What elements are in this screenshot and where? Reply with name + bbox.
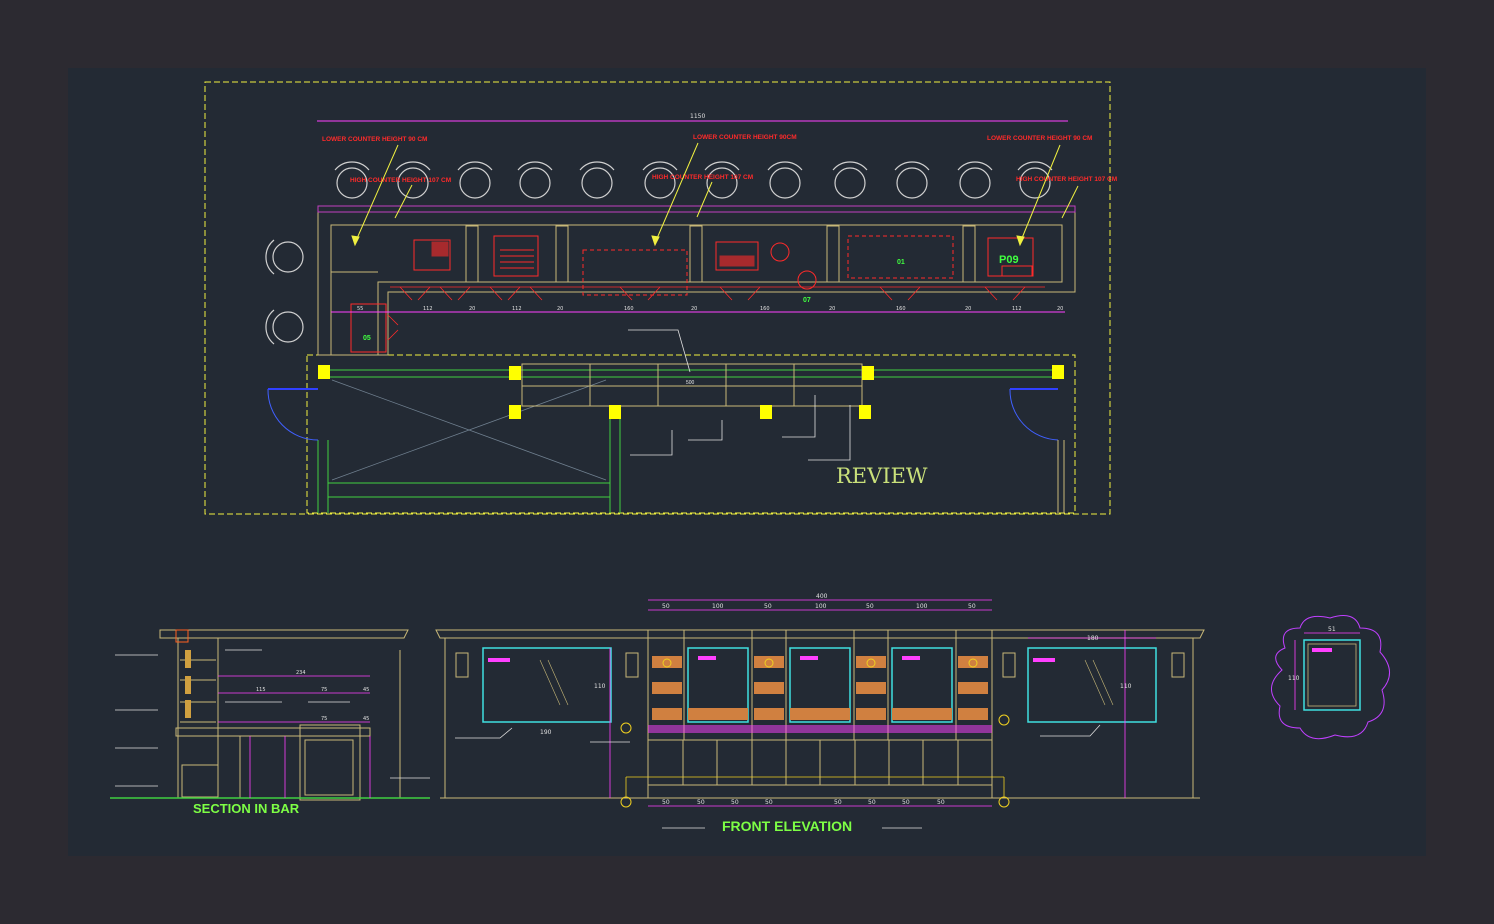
svg-text:50: 50 bbox=[834, 799, 842, 806]
bar-equipment bbox=[350, 235, 1034, 353]
plan-viewport-border bbox=[204, 81, 1111, 515]
overall-dim-text: 1150 bbox=[690, 113, 705, 120]
svg-text:75: 75 bbox=[321, 687, 327, 693]
tag-01: 01 bbox=[897, 259, 905, 266]
svg-text:20: 20 bbox=[691, 306, 697, 312]
svg-text:20: 20 bbox=[829, 306, 835, 312]
bottle-shelves bbox=[652, 656, 988, 720]
svg-text:20: 20 bbox=[557, 306, 563, 312]
svg-text:112: 112 bbox=[1012, 306, 1022, 312]
svg-text:160: 160 bbox=[760, 306, 770, 312]
plan-inner-viewport bbox=[306, 354, 1076, 514]
leader-labels bbox=[628, 329, 851, 461]
elevation-title: FRONT ELEVATION bbox=[722, 818, 852, 834]
svg-text:160: 160 bbox=[896, 306, 906, 312]
doors bbox=[267, 388, 1065, 513]
svg-text:HIGH COUNTER HEIGHT 107 CM: HIGH COUNTER HEIGHT 107 CM bbox=[652, 174, 753, 181]
mirror-detail: 51 110 bbox=[1271, 615, 1390, 740]
svg-text:45: 45 bbox=[363, 716, 369, 722]
svg-text:45: 45 bbox=[363, 687, 369, 693]
note-leaders bbox=[351, 142, 1079, 247]
tag-05: 05 bbox=[363, 335, 371, 342]
partition-walls bbox=[317, 369, 1060, 513]
svg-text:20: 20 bbox=[469, 306, 475, 312]
svg-text:50: 50 bbox=[902, 799, 910, 806]
svg-text:234: 234 bbox=[296, 670, 306, 676]
section-title: SECTION IN BAR bbox=[193, 801, 300, 816]
svg-text:50: 50 bbox=[765, 799, 773, 806]
svg-text:75: 75 bbox=[321, 716, 327, 722]
svg-text:50: 50 bbox=[868, 799, 876, 806]
svg-text:115: 115 bbox=[256, 687, 266, 693]
svg-text:180: 180 bbox=[1087, 635, 1099, 642]
svg-text:50: 50 bbox=[662, 603, 670, 610]
svg-text:100: 100 bbox=[815, 603, 827, 610]
svg-text:50: 50 bbox=[968, 603, 976, 610]
svg-text:110: 110 bbox=[594, 683, 606, 690]
svg-text:110: 110 bbox=[1288, 675, 1300, 682]
svg-text:LOWER COUNTER HEIGHT 90 CM: LOWER COUNTER HEIGHT 90 CM bbox=[322, 136, 427, 143]
drawing-sheet bbox=[68, 68, 1426, 856]
tag-p09: P09 bbox=[999, 254, 1019, 266]
structural-columns bbox=[318, 365, 1064, 419]
svg-text:100: 100 bbox=[712, 603, 724, 610]
svg-text:LOWER COUNTER HEIGHT 90CM: LOWER COUNTER HEIGHT 90CM bbox=[693, 134, 797, 141]
svg-text:100: 100 bbox=[916, 603, 928, 610]
center-dim-text: 500 bbox=[686, 380, 695, 386]
svg-text:50: 50 bbox=[662, 799, 670, 806]
cabinet-doors bbox=[387, 286, 1045, 341]
svg-text:20: 20 bbox=[965, 306, 971, 312]
svg-text:50: 50 bbox=[764, 603, 772, 610]
counter-outline bbox=[317, 211, 1076, 356]
svg-text:20: 20 bbox=[1057, 306, 1063, 312]
plan-view: 1150 bbox=[204, 81, 1117, 515]
review-label: REVIEW bbox=[836, 464, 928, 488]
bar-stools bbox=[265, 161, 1053, 345]
counter-notes: LOWER COUNTER HEIGHT 90 CM HIGH COUNTER … bbox=[322, 134, 1117, 184]
svg-text:112: 112 bbox=[512, 306, 522, 312]
bottom-dims: 55 112 20 112 20 160 20 160 20 160 20 11… bbox=[357, 306, 1063, 312]
svg-text:51: 51 bbox=[1328, 626, 1336, 633]
svg-text:LOWER COUNTER HEIGHT 90 CM: LOWER COUNTER HEIGHT 90 CM bbox=[987, 135, 1092, 142]
svg-text:55: 55 bbox=[357, 306, 363, 312]
svg-text:190: 190 bbox=[540, 729, 552, 736]
svg-text:50: 50 bbox=[866, 603, 874, 610]
svg-text:112: 112 bbox=[423, 306, 433, 312]
display-unit bbox=[521, 363, 863, 407]
svg-text:50: 50 bbox=[937, 799, 945, 806]
svg-text:50: 50 bbox=[731, 799, 739, 806]
tag-07: 07 bbox=[803, 297, 811, 304]
svg-text:110: 110 bbox=[1120, 683, 1132, 690]
svg-text:HIGH COUNTER HEIGHT 107 CM: HIGH COUNTER HEIGHT 107 CM bbox=[350, 177, 451, 184]
svg-text:HIGH COUNTER HEIGHT 107 CM: HIGH COUNTER HEIGHT 107 CM bbox=[1016, 176, 1117, 183]
front-elevation: 400 50 100 50 100 50 100 50 50 50 50 50 … bbox=[435, 593, 1205, 834]
counter-top-edge bbox=[317, 205, 1076, 213]
section-view: 234 115 75 45 75 45 SECTION IN BAR bbox=[110, 629, 430, 816]
svg-text:400: 400 bbox=[816, 593, 828, 600]
void-cross bbox=[331, 379, 607, 481]
svg-text:160: 160 bbox=[624, 306, 634, 312]
svg-text:50: 50 bbox=[697, 799, 705, 806]
